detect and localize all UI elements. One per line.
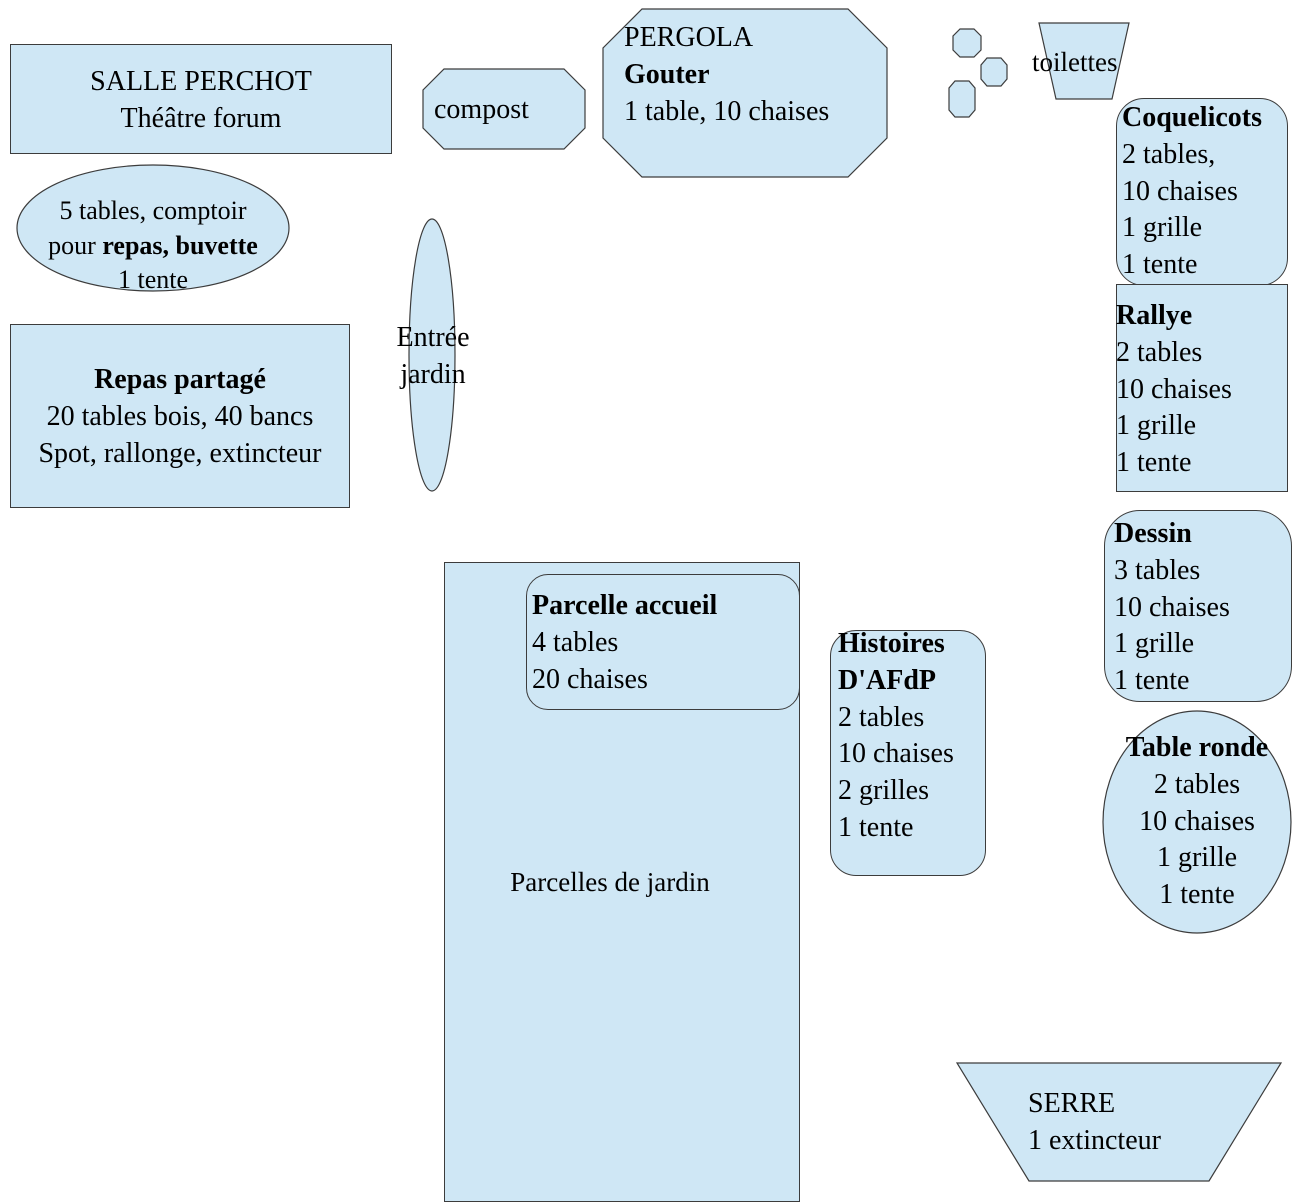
entree-jardin-label: Entrée jardin [382, 320, 484, 394]
compost-zone [422, 68, 586, 150]
pergola-title: Gouter [624, 58, 710, 90]
rallye-line-4: 1 tente [1116, 447, 1192, 479]
serre-line-2: 1 extincteur [1028, 1124, 1161, 1156]
rallye-zone [1116, 284, 1288, 492]
buvette-line-1: 5 tables, comptoir [59, 196, 247, 225]
coquelicots-label: Coquelicots 2 tables, 10 chaises 1 grill… [1122, 100, 1262, 284]
rallye-line-3: 1 grille [1116, 410, 1197, 442]
histoires-title-1: Histoires [838, 628, 945, 659]
rallye-title: Rallye [1116, 300, 1193, 331]
table-ronde-zone [1102, 710, 1292, 934]
dessin-label: Dessin 3 tables 10 chaises 1 grille 1 te… [1114, 516, 1230, 700]
table-ronde-line-2: 10 chaises [1139, 805, 1255, 837]
dessin-line-3: 1 grille [1114, 628, 1195, 660]
salle-perchot-zone [10, 44, 392, 154]
coquelicots-zone [1116, 98, 1288, 286]
dessin-title: Dessin [1114, 518, 1192, 549]
table-ronde-line-4: 1 tente [1159, 879, 1235, 911]
histoires-line-1: 2 tables [838, 701, 925, 733]
rallye-line-2: 10 chaises [1116, 373, 1232, 405]
pergola-line-3: 1 table, 10 chaises [624, 95, 830, 127]
toilet-cabin-2 [980, 57, 1008, 87]
buvette-line-2: pour repas, buvette [48, 230, 258, 260]
buvette-label: 5 tables, comptoir pour repas, buvette 1… [16, 194, 290, 298]
dessin-line-2: 10 chaises [1114, 591, 1230, 623]
dessin-line-4: 1 tente [1114, 665, 1190, 697]
repas-partage-line-3: Spot, rallonge, extincteur [38, 437, 322, 469]
serre-line-1: SERRE [1028, 1088, 1116, 1119]
toilet-cabin-3 [948, 80, 976, 118]
table-ronde-title: Table ronde [1125, 732, 1269, 763]
parcelle-accueil-line-2: 20 chaises [532, 663, 648, 695]
repas-partage-zone [10, 324, 350, 508]
histoires-line-3: 2 grilles [838, 775, 929, 807]
pergola-zone [602, 8, 888, 178]
repas-partage-title: Repas partagé [94, 364, 266, 395]
serre-label: SERRE 1 extincteur [1028, 1086, 1161, 1160]
dessin-zone [1104, 510, 1292, 702]
parcelle-accueil-label: Parcelle accueil 4 tables 20 chaises [532, 588, 717, 698]
entree-line-2: jardin [400, 358, 466, 390]
table-ronde-label: Table ronde 2 tables 10 chaises 1 grille… [1102, 730, 1292, 914]
coquelicots-line-4: 1 tente [1122, 249, 1198, 281]
compost-label: compost [434, 94, 529, 125]
repas-partage-line-2: 20 tables bois, 40 bancs [46, 400, 314, 432]
serre-zone [955, 1062, 1283, 1182]
coquelicots-title: Coquelicots [1122, 102, 1262, 133]
histoires-line-2: 10 chaises [838, 738, 954, 770]
parcelle-accueil-zone [526, 574, 800, 710]
parcelle-accueil-line-1: 4 tables [532, 626, 619, 658]
parcelle-accueil-title: Parcelle accueil [532, 590, 718, 621]
histoires-line-4: 1 tente [838, 811, 914, 843]
salle-perchot-subtitle: Théâtre forum [120, 102, 282, 134]
buvette-line-2-bold: repas, buvette [102, 230, 258, 260]
toilet-cabin-1 [952, 28, 982, 58]
entree-jardin-zone [408, 218, 456, 492]
table-ronde-line-1: 2 tables [1153, 768, 1241, 800]
coquelicots-line-1: 2 tables, [1122, 138, 1216, 170]
toilettes-zone [1038, 22, 1130, 100]
buvette-line-3: 1 tente [117, 265, 189, 294]
rallye-line-1: 2 tables [1116, 336, 1203, 368]
coquelicots-line-3: 1 grille [1122, 212, 1203, 244]
salle-perchot-label: SALLE PERCHOT Théâtre forum [10, 64, 392, 138]
toilettes-label: toilettes [1032, 47, 1118, 77]
histoires-zone [830, 630, 986, 876]
pergola-line-1: PERGOLA [624, 22, 754, 53]
repas-partage-label: Repas partagé 20 tables bois, 40 bancs S… [10, 362, 350, 472]
buvette-zone [16, 164, 290, 292]
pergola-label: PERGOLA Gouter 1 table, 10 chaises [624, 20, 829, 130]
coquelicots-line-2: 10 chaises [1122, 175, 1238, 207]
salle-perchot-title: SALLE PERCHOT [90, 66, 312, 97]
table-ronde-line-3: 1 grille [1156, 842, 1238, 874]
histoires-title-2: D'AFdP [838, 664, 936, 696]
entree-line-1: Entrée [396, 322, 470, 353]
rallye-label: Rallye 2 tables 10 chaises 1 grille 1 te… [1116, 298, 1232, 482]
dessin-line-1: 3 tables [1114, 554, 1201, 586]
parcelles-jardin-label: Parcelles de jardin [510, 867, 710, 897]
histoires-label: Histoires D'AFdP 2 tables 10 chaises 2 g… [838, 626, 954, 847]
